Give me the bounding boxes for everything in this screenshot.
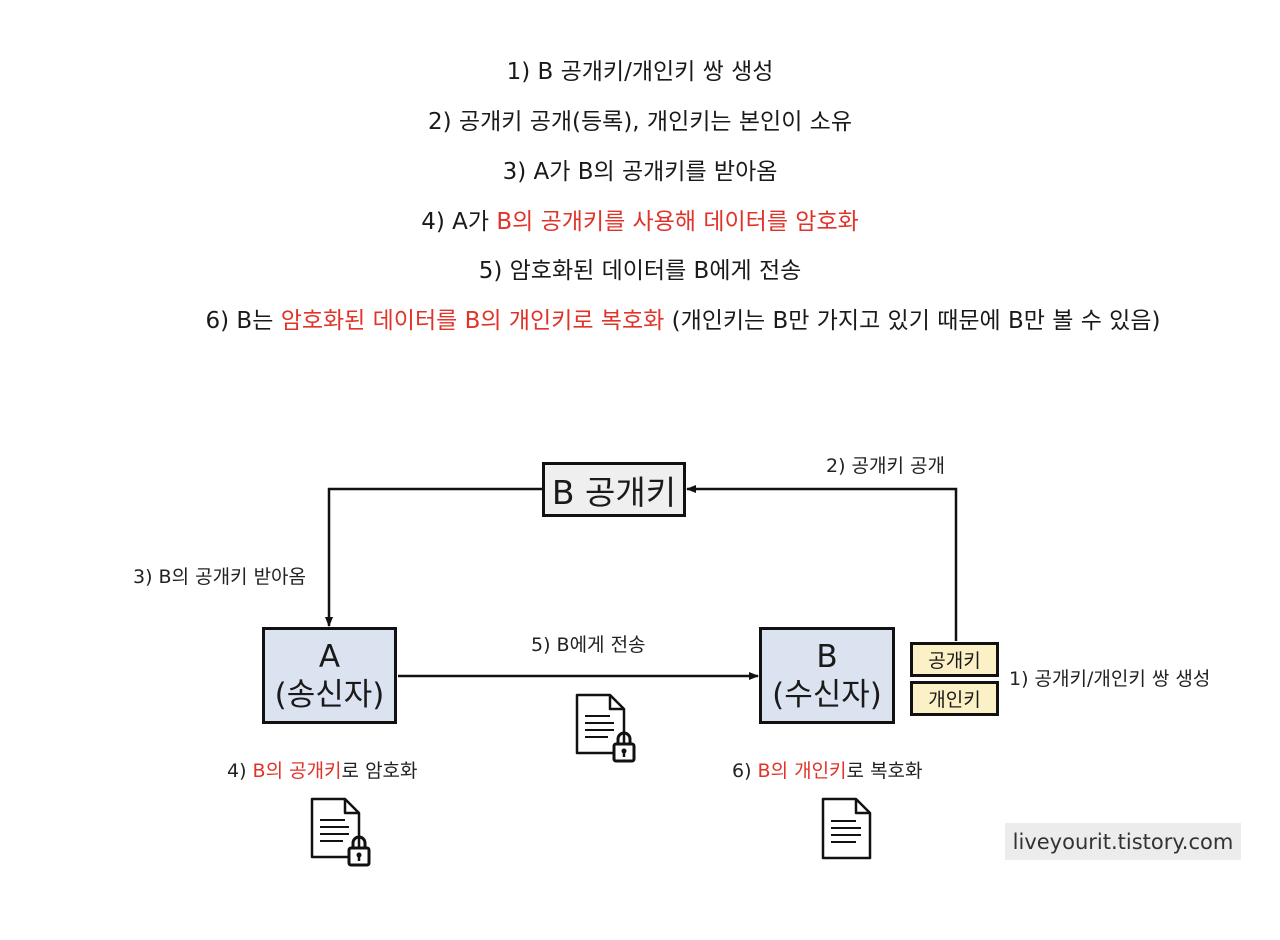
- label-decrypt: 6) B의 개인키로 복호화: [732, 756, 923, 783]
- step-2: 2) 공개키 공개(등록), 개인키는 본인이 소유: [428, 109, 852, 135]
- step-4-prefix: 4) A가: [421, 209, 497, 235]
- decrypt-prefix: 6): [732, 760, 758, 782]
- locked-document-icon: [310, 797, 371, 867]
- sender-name: A: [318, 638, 341, 675]
- encrypt-highlight: B의 공개키: [252, 760, 342, 782]
- label-receive: 3) B의 공개키 받아옴: [133, 566, 307, 588]
- step-6: 6) B는 암호화된 데이터를 B의 개인키로 복호화 (개인키는 B만 가지고…: [43, 303, 1280, 339]
- sender-box: A (송신자): [262, 627, 397, 724]
- label-generate: 1) 공개키/개인키 쌍 생성: [1009, 668, 1211, 690]
- step-4: 4) A가 B의 공개키를 사용해 데이터를 암호화: [0, 204, 1280, 240]
- label-send: 5) B에게 전송: [531, 634, 646, 656]
- step-3: 3) A가 B의 공개키를 받아옴: [502, 159, 778, 185]
- encrypt-prefix: 4): [227, 760, 253, 782]
- label-publish: 2) 공개키 공개: [826, 455, 945, 477]
- receiver-name: B: [816, 638, 838, 675]
- receiver-box: B (수신자): [759, 627, 895, 724]
- step-6-suffix: (개인키는 B만 가지고 있기 때문에 B만 볼 수 있음): [664, 308, 1161, 334]
- step-4-highlight: B의 공개키를 사용해 데이터를 암호화: [496, 209, 859, 235]
- step-1: 1) B 공개키/개인키 쌍 생성: [506, 59, 774, 85]
- receiver-role: (수신자): [772, 676, 882, 713]
- public-key-chip: 공개키: [910, 642, 999, 677]
- decrypt-suffix: 로 복호화: [846, 760, 923, 782]
- step-6-highlight: 암호화된 데이터를 B의 개인키로 복호화: [280, 308, 665, 334]
- decrypt-highlight: B의 개인키: [757, 760, 847, 782]
- label-encrypt: 4) B의 공개키로 암호화: [227, 756, 418, 783]
- b-public-key-box: B 공개키: [542, 462, 686, 517]
- private-key-chip: 개인키: [910, 681, 999, 716]
- sender-role: (송신자): [274, 676, 385, 713]
- step-6-prefix: 6) B는: [205, 308, 281, 334]
- arrow-publish: [686, 485, 958, 641]
- document-icon: [821, 797, 872, 860]
- b-public-key-label: B 공개키: [551, 472, 677, 512]
- locked-document-icon: [575, 693, 636, 763]
- watermark: liveyourit.tistory.com: [1005, 823, 1241, 860]
- step-5: 5) 암호화된 데이터를 B에게 전송: [478, 258, 802, 284]
- arrow-fetch: [325, 487, 542, 627]
- encrypt-suffix: 로 암호화: [341, 760, 418, 782]
